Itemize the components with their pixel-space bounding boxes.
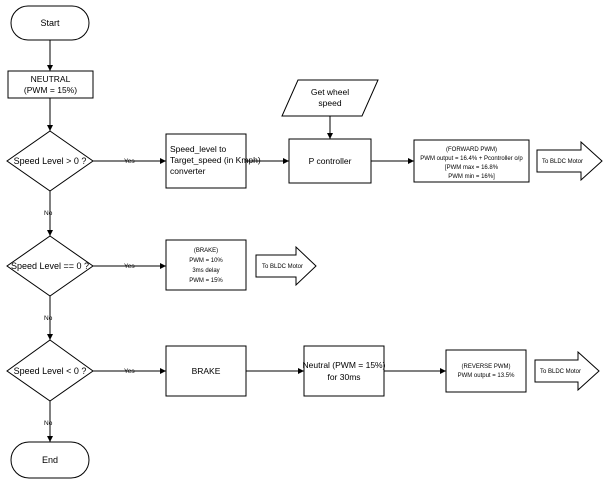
node-decision-1: Speed Level > 0 ? bbox=[6, 130, 94, 192]
node-neutral-30ms-line-2: for 30ms bbox=[327, 372, 360, 382]
node-converter: Speed_level to Target_speed (in Kmph) co… bbox=[165, 133, 261, 189]
node-brake-sequence: (BRAKE) PWM = 10% 3ms delay PWM = 15% bbox=[165, 239, 247, 291]
node-start-label: Start bbox=[40, 18, 60, 28]
node-brake-sequence-line-3: 3ms delay bbox=[192, 268, 219, 274]
node-to-motor-3: To BLDC Motor bbox=[534, 350, 600, 392]
edge-label-no-3: No bbox=[44, 420, 53, 427]
node-forward-pwm: (FORWARD PWM) PWM output = 16.4% + Pcont… bbox=[413, 139, 530, 183]
node-brake-sequence-line-2: PWM = 10% bbox=[189, 258, 223, 264]
node-to-motor-1-label: To BLDC Motor bbox=[542, 159, 583, 165]
node-forward-pwm-line-4: PWM min = 16%] bbox=[448, 174, 495, 180]
node-decision-2-label: Speed Level == 0 ? bbox=[11, 261, 89, 271]
node-decision-1-label: Speed Level > 0 ? bbox=[14, 156, 87, 166]
edge-label-no-1: No bbox=[44, 210, 53, 217]
node-neutral-line-1: NEUTRAL bbox=[31, 74, 71, 84]
node-brake: BRAKE bbox=[165, 345, 247, 397]
node-neutral-30ms: Neutral (PWM = 15%) for 30ms bbox=[303, 345, 386, 397]
node-get-wheel-speed-line-1: Get wheel bbox=[311, 87, 349, 97]
edges bbox=[47, 40, 446, 442]
node-to-motor-2-label: To BLDC Motor bbox=[262, 264, 303, 270]
edge-label-yes-3: Yes bbox=[124, 368, 135, 375]
edge-label-yes-1: Yes bbox=[124, 158, 135, 165]
node-to-motor-3-label: To BLDC Motor bbox=[540, 369, 581, 375]
edge-label-yes-2: Yes bbox=[124, 263, 135, 270]
node-get-wheel-speed-line-2: speed bbox=[318, 98, 341, 108]
node-end-label: End bbox=[42, 455, 58, 465]
node-neutral: NEUTRAL (PWM = 15%) bbox=[7, 70, 94, 99]
node-forward-pwm-line-1: (FORWARD PWM) bbox=[446, 147, 497, 153]
node-forward-pwm-line-2: PWM output = 16.4% + Pcontroller o/p bbox=[420, 156, 523, 162]
node-forward-pwm-line-3: [PWM max = 16.8% bbox=[445, 165, 499, 171]
node-p-controller-label: P controller bbox=[309, 156, 352, 166]
node-start: Start bbox=[10, 5, 90, 41]
node-neutral-30ms-line-1: Neutral (PWM = 15%) bbox=[303, 360, 386, 370]
node-reverse-pwm-line-1: (REVERSE PWM) bbox=[461, 364, 510, 370]
edge-label-no-2: No bbox=[44, 315, 53, 322]
node-converter-line-3: converter bbox=[170, 166, 206, 176]
node-get-wheel-speed: Get wheel speed bbox=[281, 79, 379, 117]
node-to-motor-1: To BLDC Motor bbox=[536, 140, 603, 182]
node-neutral-line-2: (PWM = 15%) bbox=[24, 85, 77, 95]
node-converter-line-2: Target_speed (in Kmph) bbox=[170, 155, 261, 165]
node-end: End bbox=[10, 441, 90, 479]
node-reverse-pwm-line-2: PWM output = 13.5% bbox=[458, 373, 516, 379]
node-brake-sequence-line-4: PWM = 15% bbox=[189, 278, 223, 284]
node-reverse-pwm: (REVERSE PWM) PWM output = 13.5% bbox=[445, 349, 527, 393]
node-decision-3-label: Speed Level < 0 ? bbox=[14, 366, 87, 376]
node-brake-sequence-line-1: (BRAKE) bbox=[194, 248, 218, 254]
node-to-motor-2: To BLDC Motor bbox=[255, 245, 317, 287]
node-decision-2: Speed Level == 0 ? bbox=[6, 235, 94, 297]
node-decision-3: Speed Level < 0 ? bbox=[6, 339, 94, 402]
node-converter-line-1: Speed_level to bbox=[170, 144, 227, 154]
node-brake-label: BRAKE bbox=[192, 366, 221, 376]
node-p-controller: P controller bbox=[288, 138, 372, 184]
